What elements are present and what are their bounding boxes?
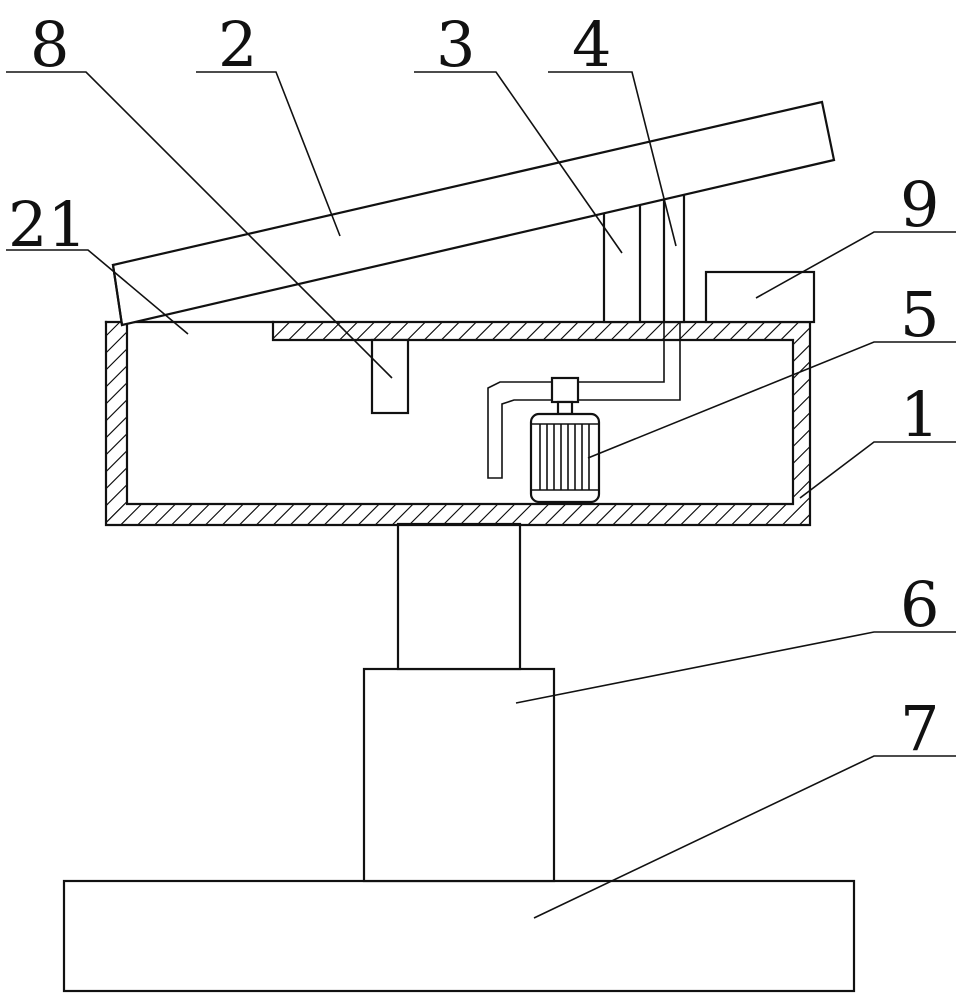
label-9: 9 — [900, 168, 939, 241]
base-plate — [62, 879, 856, 993]
support-column — [396, 522, 522, 671]
label-1: 1 — [900, 378, 939, 451]
label-7: 7 — [900, 692, 939, 765]
label-4: 4 — [572, 8, 611, 81]
lift-housing — [362, 667, 556, 883]
pipe — [487, 322, 681, 479]
label-2: 2 — [218, 8, 257, 81]
label-21: 21 — [8, 188, 87, 261]
support-3 — [602, 203, 642, 324]
box-body — [104, 320, 812, 527]
label-3: 3 — [436, 8, 475, 81]
label-5: 5 — [900, 278, 939, 351]
motor — [529, 376, 601, 504]
leader-lines — [6, 71, 956, 919]
component-9-block — [704, 270, 816, 324]
label-6: 6 — [900, 568, 939, 641]
label-8: 8 — [30, 8, 69, 81]
